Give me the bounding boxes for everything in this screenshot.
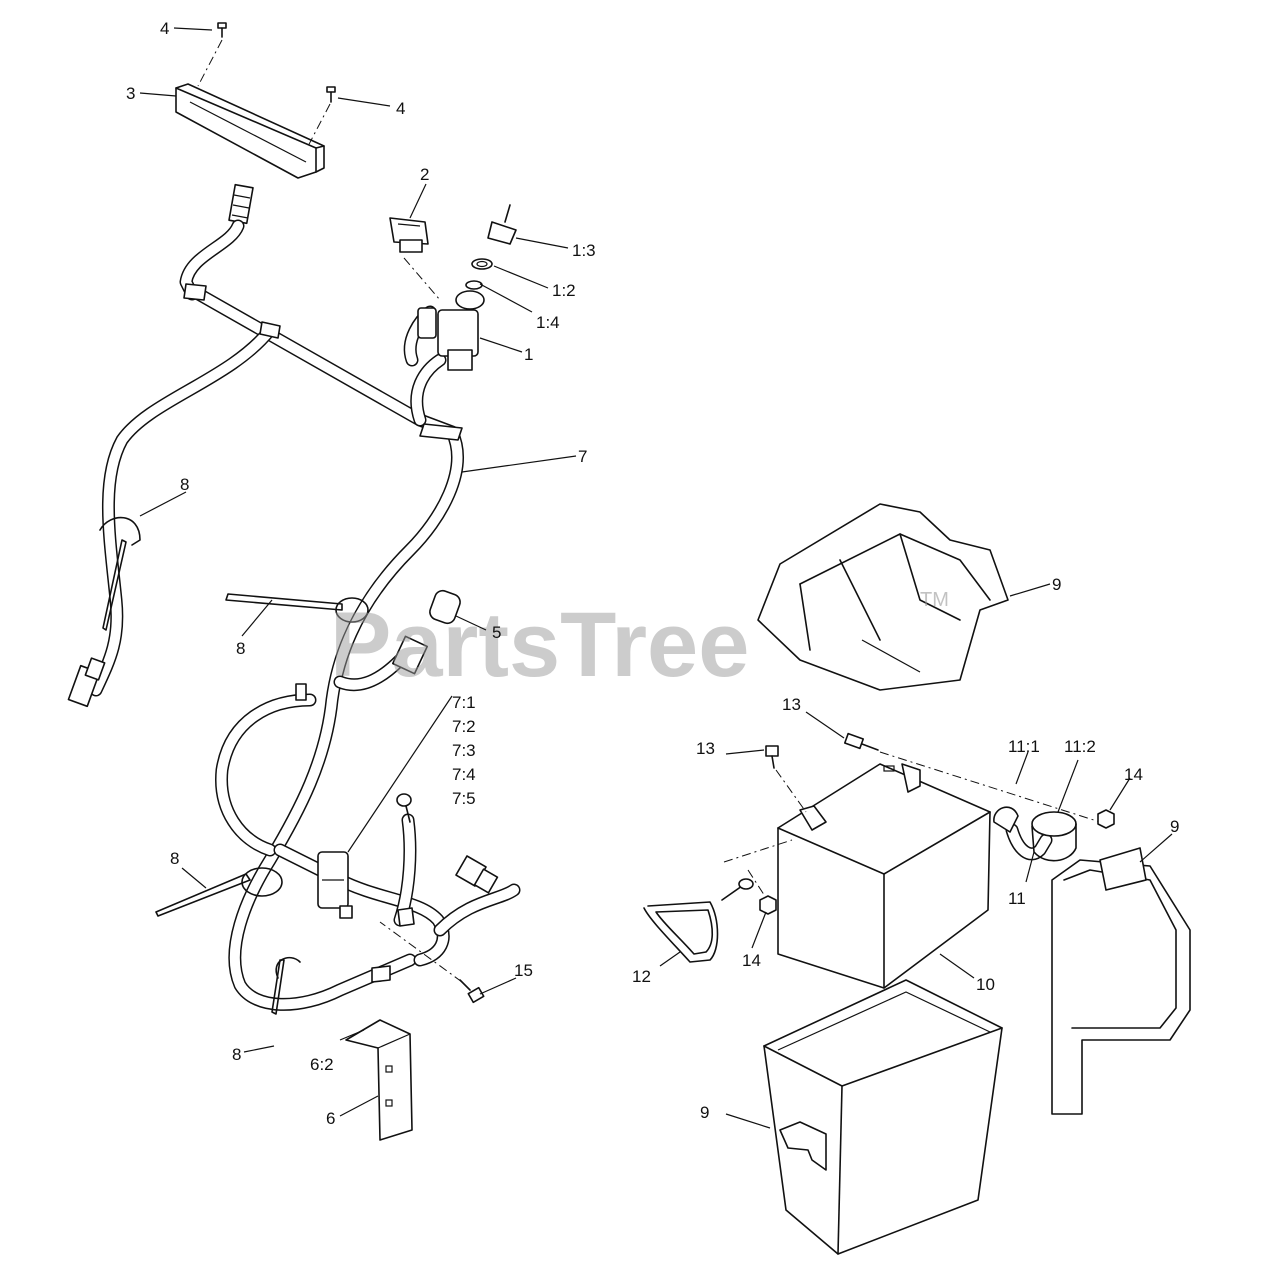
- callout-13-lower: 13: [696, 739, 715, 758]
- callout-1: 1: [524, 345, 533, 364]
- callout-3: 3: [126, 84, 135, 103]
- callout-11: 11: [1008, 889, 1026, 908]
- callout-8-upper-left: 8: [180, 475, 189, 494]
- nut-part-14-right: [1097, 809, 1115, 829]
- callout-6: 6: [326, 1109, 335, 1128]
- callout-9-box: 9: [700, 1103, 709, 1122]
- callout-7: 7: [578, 447, 587, 466]
- battery-cable-part-12: [643, 878, 754, 963]
- bolt-part-15: [459, 979, 485, 1004]
- fuse-holder-part-7: [317, 851, 353, 919]
- connector-lower-right: [455, 855, 499, 894]
- callout-5: 5: [492, 623, 501, 642]
- callout-15: 15: [514, 961, 533, 980]
- connector-lower-left: [67, 657, 106, 708]
- watermark: PartsTree TM: [330, 589, 949, 696]
- wire-harness-part-7: [89, 219, 521, 1011]
- callout-7-5: 7:5: [452, 789, 476, 808]
- bracket-part-6: [345, 1019, 413, 1141]
- callout-4-top: 4: [160, 19, 169, 38]
- battery-cover-part-9: [757, 503, 1009, 691]
- callout-12: 12: [632, 967, 651, 986]
- battery-cable-part-11: [993, 806, 1077, 862]
- battery-part-10: [777, 763, 991, 989]
- ring-terminal: [396, 793, 412, 823]
- callout-14-right: 14: [1124, 765, 1143, 784]
- callout-7-2: 7:2: [452, 717, 476, 736]
- leader-lines: [139, 27, 1173, 1129]
- callout-1-2: 1:2: [552, 281, 576, 300]
- screw-part-4-bottom: [326, 86, 336, 103]
- battery-strap-part-9: [1051, 847, 1191, 1115]
- connector-top: [228, 183, 254, 225]
- callout-8-middle: 8: [236, 639, 245, 658]
- callout-6-2: 6:2: [310, 1055, 334, 1074]
- callout-14-left: 14: [742, 951, 761, 970]
- screw-part-4-top: [217, 22, 227, 38]
- bolt-part-13-upper: [843, 732, 879, 751]
- callout-1-3: 1:3: [572, 241, 596, 260]
- svg-text:TM: TM: [920, 589, 949, 611]
- callout-13-upper: 13: [782, 695, 801, 714]
- callout-4-right: 4: [396, 99, 405, 118]
- callout-2: 2: [420, 165, 429, 184]
- harness-clips: [183, 283, 463, 983]
- svg-text:PartsTree: PartsTree: [330, 594, 749, 696]
- connector-part-5: [391, 589, 461, 675]
- battery-box-part-9: [763, 979, 1003, 1255]
- cable-tie-part-8: [99, 516, 369, 1015]
- callout-9-strap: 9: [1170, 817, 1179, 836]
- callout-7-4: 7:4: [452, 765, 476, 784]
- callout-8-lower-left: 8: [170, 849, 179, 868]
- callout-11-2: 11:2: [1064, 737, 1096, 756]
- nut-part-14-left: [759, 895, 777, 915]
- bolt-part-13-lower: [765, 745, 779, 769]
- module-part-3: [175, 83, 325, 179]
- callout-7-3: 7:3: [452, 741, 476, 760]
- callout-8-bottom: 8: [232, 1045, 241, 1064]
- callout-9-cover: 9: [1052, 575, 1061, 594]
- callout-labels: 4 3 4 2 1:3 1:2 1:4 1 7 8 8 5 7:1 7:2 7:…: [126, 19, 1179, 1128]
- ignition-switch-part-1: [417, 204, 517, 371]
- switch-part-2: [389, 217, 429, 253]
- callout-1-4: 1:4: [536, 313, 560, 332]
- callout-7-1: 7:1: [452, 693, 476, 712]
- callout-10: 10: [976, 975, 995, 994]
- callout-11-1: 11:1: [1008, 737, 1040, 756]
